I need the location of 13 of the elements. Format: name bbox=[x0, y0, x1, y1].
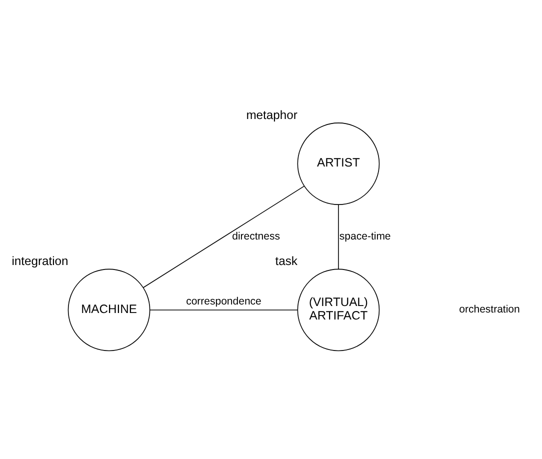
node-label: metaphor bbox=[246, 107, 298, 122]
node-circle: ARTIST bbox=[297, 122, 380, 204]
node-circle: MACHINE bbox=[68, 268, 150, 351]
node-circle: (VIRTUAL) ARTIFACT bbox=[297, 268, 380, 351]
connector bbox=[142, 185, 304, 288]
node-label: integration bbox=[12, 254, 68, 268]
connector bbox=[338, 204, 339, 269]
connector bbox=[150, 309, 298, 310]
node-label: task bbox=[275, 254, 298, 268]
label: orchestration bbox=[459, 303, 520, 316]
edge-label: directness bbox=[232, 230, 280, 242]
edge-label: correspondence bbox=[186, 295, 262, 308]
edge-label: space-time bbox=[339, 230, 391, 242]
